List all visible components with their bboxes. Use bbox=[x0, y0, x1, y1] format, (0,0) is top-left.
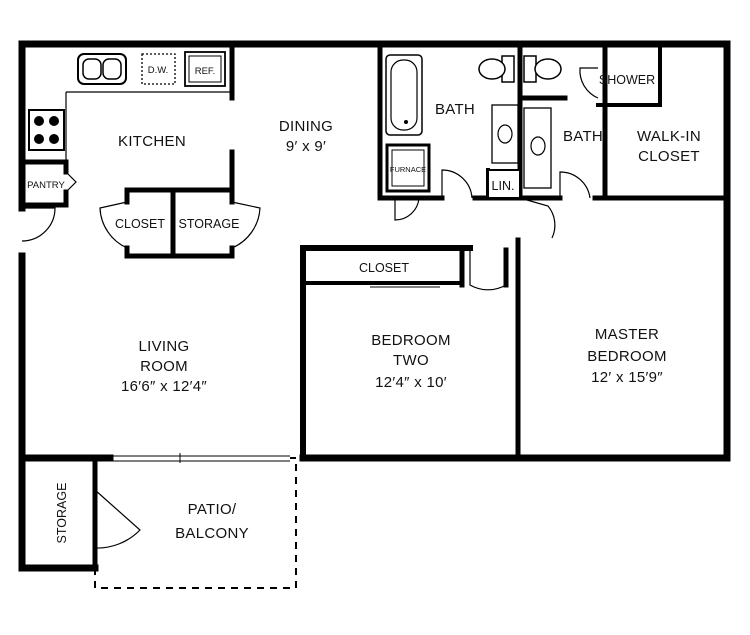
walk-in-closet-label: CLOSET bbox=[638, 148, 700, 165]
furnace-label: FURNACE bbox=[390, 165, 426, 174]
master-bedroom-label: BEDROOM bbox=[587, 348, 667, 365]
dining-label: DINING bbox=[279, 118, 333, 135]
interior-walls bbox=[19, 41, 730, 571]
furnace bbox=[385, 143, 431, 193]
dishwasher-label: D.W. bbox=[148, 65, 169, 76]
doors bbox=[21, 67, 599, 549]
bedroom-closet-label: CLOSET bbox=[359, 261, 409, 275]
bath-fixtures bbox=[385, 54, 562, 199]
kitchen-fixtures: D.W. REF. bbox=[28, 51, 232, 193]
bedroom-two-label: TWO bbox=[393, 352, 429, 369]
kitchen-label: KITCHEN bbox=[118, 133, 186, 150]
pantry-label: PANTRY bbox=[27, 180, 65, 191]
windows bbox=[110, 283, 645, 463]
patio-label: BALCONY bbox=[175, 525, 249, 542]
toilet-icon bbox=[523, 55, 562, 83]
shower-label: SHOWER bbox=[599, 73, 655, 87]
refrigerator-label: REF. bbox=[195, 66, 216, 77]
bedroom-two-size: 12′4″ x 10′ bbox=[375, 374, 447, 391]
living-room-label: LIVING bbox=[139, 338, 190, 355]
exterior-walls bbox=[18, 40, 731, 572]
storage-label: STORAGE bbox=[179, 217, 240, 231]
refrigerator bbox=[184, 51, 226, 87]
closet-label: CLOSET bbox=[115, 217, 165, 231]
bedroom-two-label: BEDROOM bbox=[371, 332, 451, 349]
vanity bbox=[523, 107, 552, 189]
master-bedroom-label: MASTER bbox=[595, 326, 659, 343]
patio-storage-label: STORAGE bbox=[55, 483, 69, 544]
bath-label: BATH bbox=[435, 101, 475, 118]
room-labels: KITCHEN DINING 9′ x 9′ PANTRY CLOSET STO… bbox=[27, 73, 701, 543]
sink-icon bbox=[77, 53, 127, 85]
patio-label: PATIO/ bbox=[188, 501, 237, 518]
bath-label: BATH bbox=[563, 128, 603, 145]
master-bedroom-size: 12′ x 15′9″ bbox=[591, 369, 663, 386]
living-room-label: ROOM bbox=[140, 358, 188, 375]
vanity bbox=[491, 104, 519, 164]
dishwasher bbox=[141, 53, 176, 85]
linen-label: LIN. bbox=[492, 179, 515, 193]
living-room-size: 16′6″ x 12′4″ bbox=[121, 378, 207, 395]
patio-outline bbox=[94, 457, 297, 589]
bathtub-icon bbox=[385, 54, 423, 136]
walk-in-closet-label: WALK-IN bbox=[637, 128, 701, 145]
linen-closet bbox=[487, 169, 521, 199]
toilet-icon bbox=[478, 55, 515, 83]
stove-icon bbox=[28, 109, 65, 151]
dining-size: 9′ x 9′ bbox=[286, 138, 326, 155]
